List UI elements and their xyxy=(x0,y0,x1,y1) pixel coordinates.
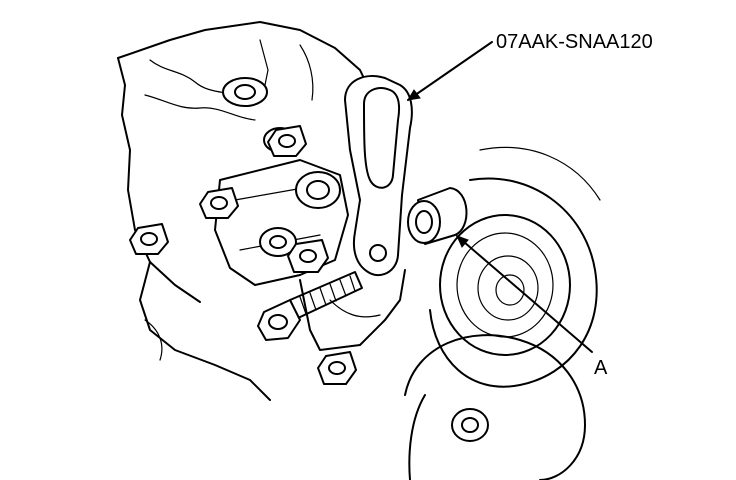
bolt-center xyxy=(287,239,329,273)
mount-bracket xyxy=(214,159,349,286)
long-bolt xyxy=(257,271,363,341)
callout-tool: 07AAK-SNAA120 xyxy=(407,31,653,101)
lower-housing xyxy=(139,261,406,401)
tool-number-label: 07AAK-SNAA120 xyxy=(496,31,653,53)
part-a-label: A xyxy=(594,357,608,379)
bolt-mid-left xyxy=(199,187,239,219)
callout-a: A xyxy=(456,235,608,379)
pulley-lower xyxy=(404,334,586,480)
collar-a xyxy=(407,187,468,245)
pulley-upper xyxy=(429,146,601,388)
bolt-upper xyxy=(267,125,307,157)
bolt-left xyxy=(129,223,169,255)
bolt-lower xyxy=(317,351,357,385)
special-tool xyxy=(344,75,413,277)
